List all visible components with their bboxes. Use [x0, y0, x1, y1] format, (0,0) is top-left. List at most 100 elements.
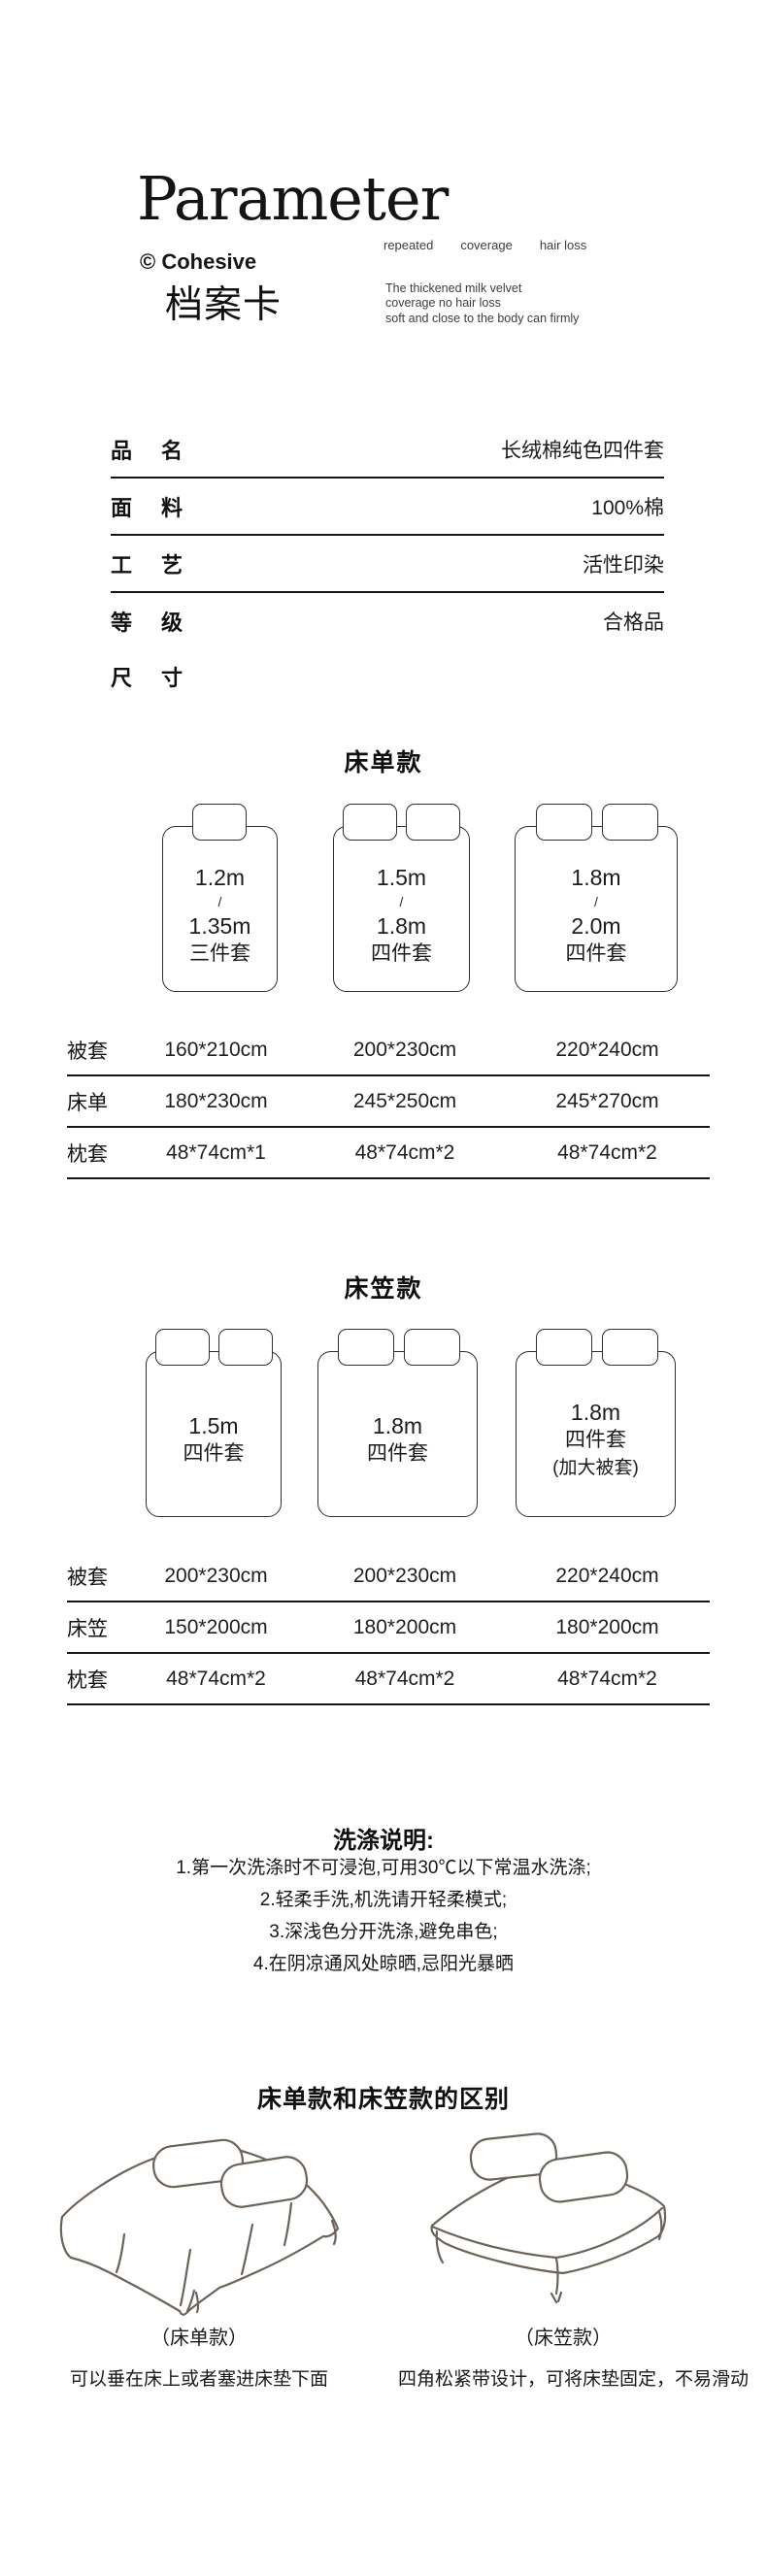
pillow [406, 804, 460, 841]
size-value: 48*74cm*2 [557, 1667, 657, 1690]
table-row: 等级 合格品 [111, 593, 664, 648]
page-title: Parameter [137, 163, 449, 234]
table-row: 床笠 150*200cm 180*200cm 180*200cm [67, 1602, 710, 1654]
washing-item: 2.轻柔手洗,机洗请开轻柔模式; [259, 1890, 508, 1910]
size-value: 220*240cm [555, 1564, 659, 1587]
brand-name: © Cohesive [140, 249, 257, 274]
table-row: 面料 100%棉 [111, 479, 664, 536]
size-row-label: 被套 [67, 1566, 108, 1589]
size-row-label: 床单 [67, 1091, 108, 1114]
size-value: 200*230cm [352, 1038, 457, 1061]
bed-diagram-1.8m: 1.8m / 2.0m 四件套 [515, 804, 678, 992]
bed-size: 1.8m [376, 913, 427, 939]
set-type: 四件套 [565, 1429, 626, 1451]
section-title-sheet-style: 床单款 [344, 749, 423, 776]
set-type: 三件套 [189, 942, 250, 965]
washing-item: 1.第一次洗涤时不可浸泡,可用30℃以下常温水洗涤; [176, 1858, 591, 1878]
fitted-style-caption: （床笠款） [515, 2328, 612, 2349]
param-label: 等级 [111, 610, 213, 635]
set-type-note: (加大被套) [552, 1458, 639, 1478]
param-value: 长绒棉纯色四件套 [501, 439, 664, 462]
size-value: 180*200cm [352, 1615, 457, 1638]
table-row: 被套 200*230cm 200*230cm 220*240cm [67, 1551, 710, 1602]
bed-size: 2.0m [571, 913, 621, 939]
pillow [343, 804, 397, 841]
pillow [155, 1329, 210, 1366]
pillow [536, 1329, 592, 1366]
feature-description-line: soft and close to the body can firmly [385, 311, 580, 325]
size-value: 48*74cm*2 [354, 1140, 455, 1164]
table-row: 尺寸 [111, 648, 664, 704]
feature-description: The thickened milk velvet coverage no ha… [385, 281, 579, 326]
table-row: 工艺 活性印染 [111, 536, 664, 593]
sheet-style-description: 可以垂在床上或者塞进床垫下面 [69, 2369, 328, 2390]
washing-instructions-title: 洗涤说明: [333, 1828, 434, 1854]
difference-section-title: 床单款和床笠款的区别 [256, 2086, 510, 2113]
size-value: 220*240cm [555, 1038, 659, 1061]
size-value: 245*250cm [352, 1089, 457, 1112]
table-row: 被套 160*210cm 200*230cm 220*240cm [67, 1025, 710, 1076]
subtitle-cn: 档案卡 [165, 284, 283, 326]
sheet-style-caption: （床单款） [150, 2328, 248, 2349]
set-type: 四件套 [371, 942, 432, 965]
pillow [192, 804, 247, 841]
param-label: 品名 [111, 438, 213, 463]
washing-item: 3.深浅色分开洗涤,避免串色; [269, 1922, 498, 1942]
size-value: 180*230cm [164, 1089, 268, 1112]
feature-tags: repeated coverage hair loss [384, 238, 586, 252]
bed-size: 1.8m [571, 865, 621, 890]
size-divider: / [399, 894, 404, 909]
set-type: 四件套 [183, 1442, 245, 1465]
size-divider: / [217, 894, 222, 909]
param-value: 活性印染 [583, 553, 664, 577]
tag-repeated: repeated [384, 238, 434, 252]
param-label: 面料 [111, 495, 213, 520]
bed-diagram-1.8m-fitted: 1.8m 四件套 [317, 1329, 478, 1517]
set-type: 四件套 [367, 1442, 428, 1465]
sheet-size-table: 被套 160*210cm 200*230cm 220*240cm 床单 180*… [67, 1025, 710, 1179]
bed-size: 1.2m [194, 865, 246, 890]
param-label: 工艺 [111, 552, 213, 578]
table-row: 枕套 48*74cm*2 48*74cm*2 48*74cm*2 [67, 1654, 710, 1705]
pillow [338, 1329, 394, 1366]
size-value: 150*200cm [164, 1615, 268, 1638]
bed-size: 1.35m [188, 913, 251, 939]
pillow [404, 1329, 460, 1366]
size-value: 200*230cm [352, 1564, 457, 1587]
pillow [218, 1329, 273, 1366]
size-value: 48*74cm*2 [166, 1667, 266, 1690]
tag-hair-loss: hair loss [539, 238, 587, 252]
table-row: 品名 长绒棉纯色四件套 [111, 421, 664, 479]
bed-diagram-1.2m: 1.2m / 1.35m 三件套 [162, 804, 278, 992]
size-value: 200*230cm [164, 1564, 268, 1587]
size-value: 245*270cm [555, 1089, 659, 1112]
pillow [602, 1329, 658, 1366]
size-value: 48*74cm*1 [166, 1140, 266, 1164]
washing-instructions: 1.第一次洗涤时不可浸泡,可用30℃以下常温水洗涤; 2.轻柔手洗,机洗请开轻柔… [0, 1852, 767, 1980]
pillow [536, 804, 592, 841]
feature-description-line: The thickened milk velvet [385, 281, 522, 295]
size-value: 160*210cm [164, 1038, 268, 1061]
bed-diagram-1.5m: 1.5m / 1.8m 四件套 [333, 804, 470, 992]
size-value: 48*74cm*2 [557, 1140, 657, 1164]
table-row: 床单 180*230cm 245*250cm 245*270cm [67, 1076, 710, 1128]
size-divider: / [594, 894, 598, 909]
bed-size: 1.8m [570, 1400, 621, 1425]
bed-diagram-1.8m-fitted-xl: 1.8m 四件套 (加大被套) [516, 1329, 676, 1517]
size-value: 48*74cm*2 [354, 1667, 455, 1690]
bed-diagram-1.5m-fitted: 1.5m 四件套 [146, 1329, 282, 1517]
pillow [602, 804, 658, 841]
bed-size: 1.8m [372, 1413, 423, 1438]
param-value: 合格品 [603, 611, 664, 634]
bed-size: 1.5m [376, 865, 427, 890]
tag-coverage: coverage [460, 238, 513, 252]
washing-item: 4.在阴凉通风处晾晒,忌阳光暴晒 [252, 1954, 515, 1974]
table-row: 枕套 48*74cm*1 48*74cm*2 48*74cm*2 [67, 1128, 710, 1179]
section-title-fitted-style: 床笠款 [344, 1275, 423, 1303]
size-row-label: 枕套 [67, 1668, 108, 1692]
param-value: 100%棉 [591, 496, 664, 519]
size-row-label: 床笠 [67, 1617, 108, 1640]
bed-size: 1.5m [188, 1413, 239, 1438]
feature-description-line: coverage no hair loss [385, 296, 501, 311]
size-row-label: 被套 [67, 1040, 108, 1063]
